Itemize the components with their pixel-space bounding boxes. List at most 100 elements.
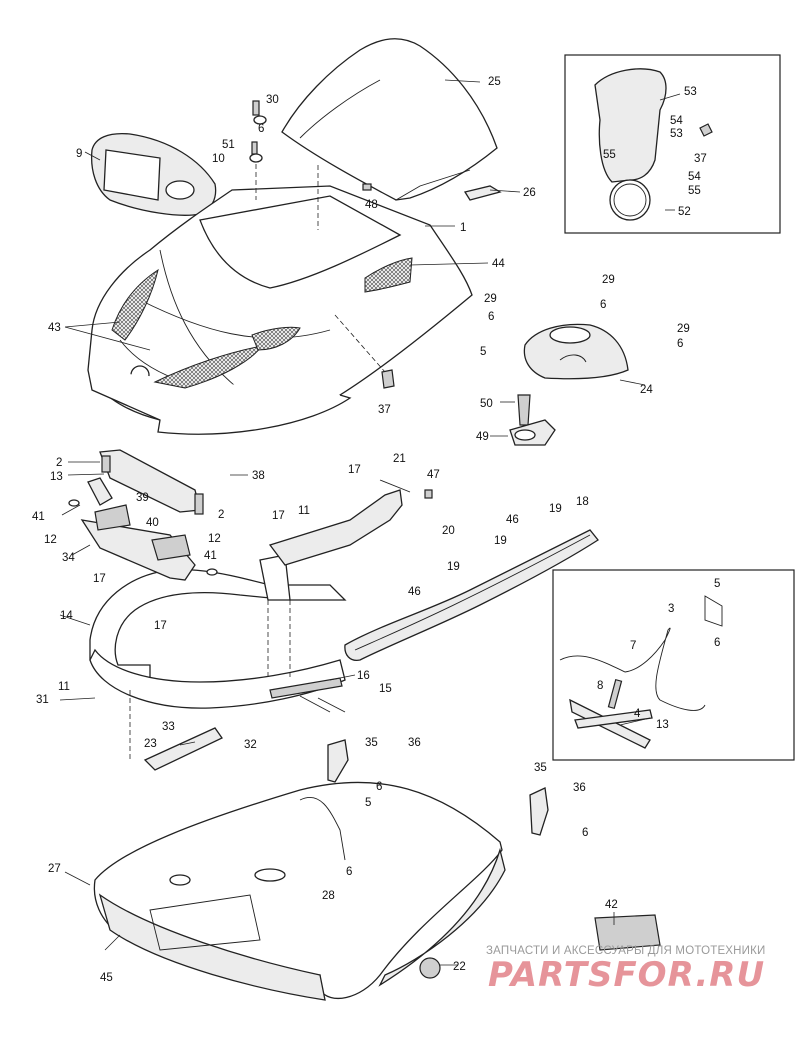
callout-41: 41	[32, 511, 45, 523]
callout-48: 48	[365, 199, 378, 211]
callout-37: 37	[378, 404, 391, 416]
callout-34: 34	[62, 552, 75, 564]
callout-2: 2	[56, 457, 62, 469]
callout-45: 45	[100, 972, 113, 984]
callout-26: 26	[523, 187, 536, 199]
callout-16: 16	[357, 670, 370, 682]
hood	[87, 165, 473, 435]
windshield	[281, 38, 498, 201]
callout-8: 8	[597, 680, 603, 692]
callout-17: 17	[154, 620, 167, 632]
callout-47: 47	[427, 469, 440, 481]
callout-29: 29	[677, 323, 690, 335]
callout-46: 46	[506, 514, 519, 526]
belly-pan	[93, 739, 549, 1001]
front-bumper	[89, 554, 347, 760]
callout-41: 41	[204, 550, 217, 562]
callout-13: 13	[656, 719, 669, 731]
top-hardware	[249, 100, 502, 389]
callout-25: 25	[488, 76, 501, 88]
callout-29: 29	[484, 293, 497, 305]
callout-36: 36	[573, 782, 586, 794]
callout-5: 5	[480, 346, 486, 358]
callout-19: 19	[447, 561, 460, 573]
callouts: 25 30 6 51 10 9 26 48 1 44 43 37 53 54 5…	[32, 76, 720, 984]
callout-23: 23	[144, 738, 157, 750]
callout-6: 6	[346, 866, 352, 878]
callout-29: 29	[602, 274, 615, 286]
callout-6: 6	[376, 781, 382, 793]
callout-6: 6	[677, 338, 683, 350]
callout-22: 22	[453, 961, 466, 973]
callout-19: 19	[549, 503, 562, 515]
callout-6: 6	[714, 637, 720, 649]
callout-5: 5	[714, 578, 720, 590]
callout-1: 1	[460, 222, 466, 234]
console-panel	[90, 132, 217, 216]
center-rail	[268, 479, 433, 566]
callout-17: 17	[93, 573, 106, 585]
watermark-logo: PARTSFOR.RU	[488, 955, 766, 995]
callout-37: 37	[694, 153, 707, 165]
callout-51: 51	[222, 139, 235, 151]
callout-50: 50	[480, 398, 493, 410]
callout-18: 18	[576, 496, 589, 508]
callout-53: 53	[684, 86, 697, 98]
callout-31: 31	[36, 694, 49, 706]
callout-21: 21	[393, 453, 406, 465]
callout-5: 5	[365, 797, 371, 809]
callout-17: 17	[348, 464, 361, 476]
callout-6: 6	[258, 123, 264, 135]
headlight-housing	[509, 323, 629, 446]
callout-43: 43	[48, 322, 61, 334]
callout-35: 35	[365, 737, 378, 749]
callout-54: 54	[670, 115, 683, 127]
callout-20: 20	[442, 525, 455, 537]
callout-12: 12	[208, 533, 221, 545]
callout-28: 28	[322, 890, 335, 902]
callout-35: 35	[534, 762, 547, 774]
callout-7: 7	[630, 640, 636, 652]
decal-sheet	[594, 914, 661, 951]
callout-38: 38	[252, 470, 265, 482]
rear-rail	[344, 529, 599, 661]
callout-46: 46	[408, 586, 421, 598]
callout-24: 24	[640, 384, 653, 396]
callout-53: 53	[670, 128, 683, 140]
leader-lines	[59, 79, 681, 966]
callout-27: 27	[48, 863, 61, 875]
callout-52: 52	[678, 206, 691, 218]
callout-14: 14	[60, 610, 73, 622]
callout-55: 55	[603, 149, 616, 161]
callout-12: 12	[44, 534, 57, 546]
callout-3: 3	[668, 603, 674, 615]
callout-10: 10	[212, 153, 225, 165]
callout-44: 44	[492, 258, 505, 270]
callout-13: 13	[50, 471, 63, 483]
callout-11: 11	[298, 505, 310, 517]
hitch-inset	[552, 569, 795, 761]
callout-6: 6	[582, 827, 588, 839]
callout-15: 15	[379, 683, 392, 695]
callout-42: 42	[605, 899, 618, 911]
mirror-inset	[564, 54, 781, 234]
watermark-caption: ЗАПЧАСТИ И АКСЕССУАРЫ ДЛЯ МОТОТЕХНИКИ	[486, 945, 766, 957]
callout-39: 39	[136, 492, 149, 504]
callout-9: 9	[76, 148, 82, 160]
callout-4: 4	[634, 708, 641, 720]
callout-2: 2	[218, 509, 224, 521]
callout-32: 32	[244, 739, 257, 751]
callout-40: 40	[146, 517, 159, 529]
lower-brackets	[143, 677, 346, 771]
callout-54: 54	[688, 171, 701, 183]
callout-33: 33	[162, 721, 175, 733]
callout-11: 11	[58, 681, 70, 693]
callout-17: 17	[272, 510, 285, 522]
callout-49: 49	[476, 431, 489, 443]
front-bracket-assembly	[68, 449, 218, 581]
callout-6: 6	[488, 311, 494, 323]
callout-19: 19	[494, 535, 507, 547]
callout-36: 36	[408, 737, 421, 749]
